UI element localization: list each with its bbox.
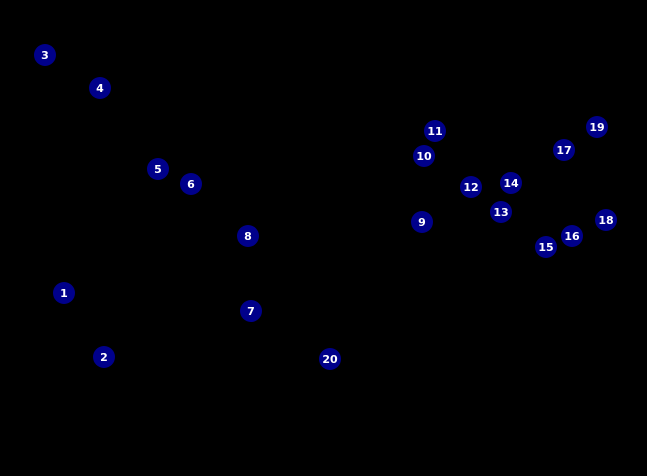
marker-label: 3	[41, 48, 49, 62]
marker-17[interactable]: 17	[553, 139, 575, 161]
marker-14[interactable]: 14	[500, 172, 522, 194]
marker-11[interactable]: 11	[424, 120, 446, 142]
marker-10[interactable]: 10	[413, 145, 435, 167]
marker-16[interactable]: 16	[561, 225, 583, 247]
marker-label: 16	[564, 229, 580, 243]
marker-label: 6	[187, 177, 195, 191]
marker-label: 4	[96, 81, 104, 95]
marker-20[interactable]: 20	[319, 348, 341, 370]
marker-6[interactable]: 6	[180, 173, 202, 195]
marker-label: 17	[556, 143, 572, 157]
marker-label: 5	[154, 162, 162, 176]
marker-4[interactable]: 4	[89, 77, 111, 99]
marker-3[interactable]: 3	[34, 44, 56, 66]
marker-13[interactable]: 13	[490, 201, 512, 223]
marker-1[interactable]: 1	[53, 282, 75, 304]
marker-label: 15	[538, 240, 554, 254]
marker-7[interactable]: 7	[240, 300, 262, 322]
marker-label: 18	[598, 213, 614, 227]
marker-18[interactable]: 18	[595, 209, 617, 231]
marker-label: 19	[589, 120, 605, 134]
marker-9[interactable]: 9	[411, 211, 433, 233]
marker-label: 7	[247, 304, 255, 318]
marker-5[interactable]: 5	[147, 158, 169, 180]
marker-15[interactable]: 15	[535, 236, 557, 258]
marker-12[interactable]: 12	[460, 176, 482, 198]
marker-label: 10	[416, 149, 432, 163]
marker-label: 14	[503, 176, 519, 190]
marker-label: 11	[427, 124, 443, 138]
marker-label: 12	[463, 180, 479, 194]
marker-label: 9	[418, 215, 426, 229]
marker-label: 1	[60, 286, 68, 300]
marker-label: 2	[100, 350, 108, 364]
marker-label: 8	[244, 229, 252, 243]
marker-2[interactable]: 2	[93, 346, 115, 368]
marker-19[interactable]: 19	[586, 116, 608, 138]
marker-label: 13	[493, 205, 509, 219]
marker-8[interactable]: 8	[237, 225, 259, 247]
marker-label: 20	[322, 352, 338, 366]
